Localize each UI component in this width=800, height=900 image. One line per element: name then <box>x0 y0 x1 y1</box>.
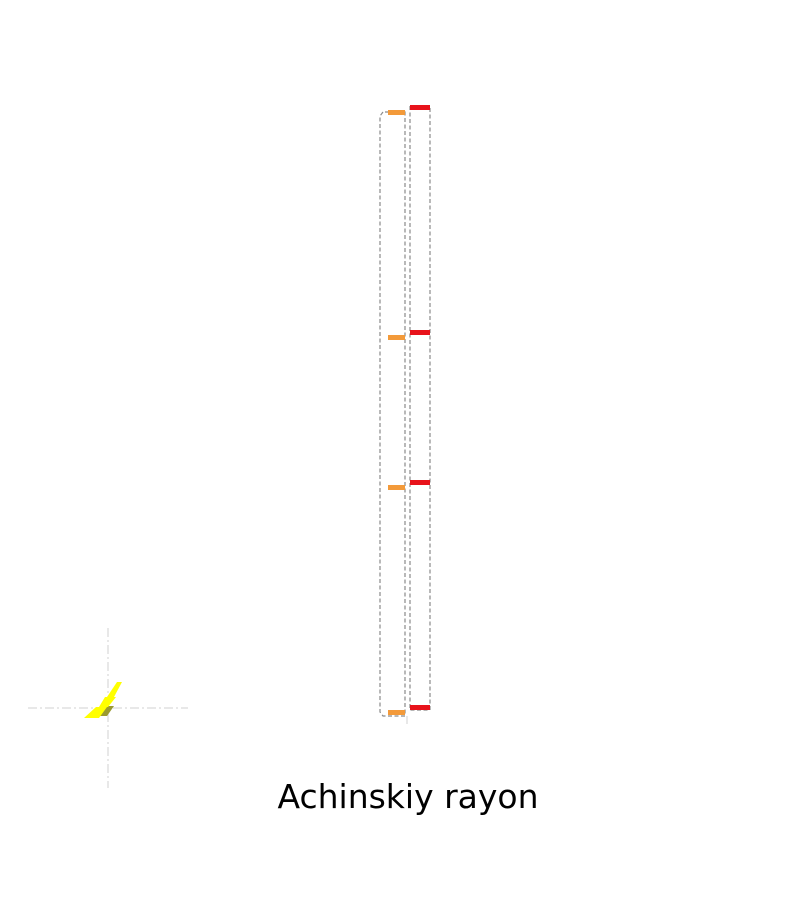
boundary-marker-orange <box>388 110 405 115</box>
region-name-label: Achinskiy rayon <box>277 777 539 816</box>
region-boundary-strip-left <box>379 110 406 717</box>
boundary-marker-orange <box>388 710 405 715</box>
boundary-marker-red <box>410 705 430 710</box>
boundary-marker-orange <box>388 485 405 490</box>
boundary-marker-orange <box>388 335 405 340</box>
boundary-marker-red <box>410 105 430 110</box>
boundary-marker-red <box>410 330 430 335</box>
boundary-marker-red <box>410 480 430 485</box>
locator-lightning-icon <box>84 682 122 718</box>
region-boundary-strip-right <box>409 105 431 711</box>
